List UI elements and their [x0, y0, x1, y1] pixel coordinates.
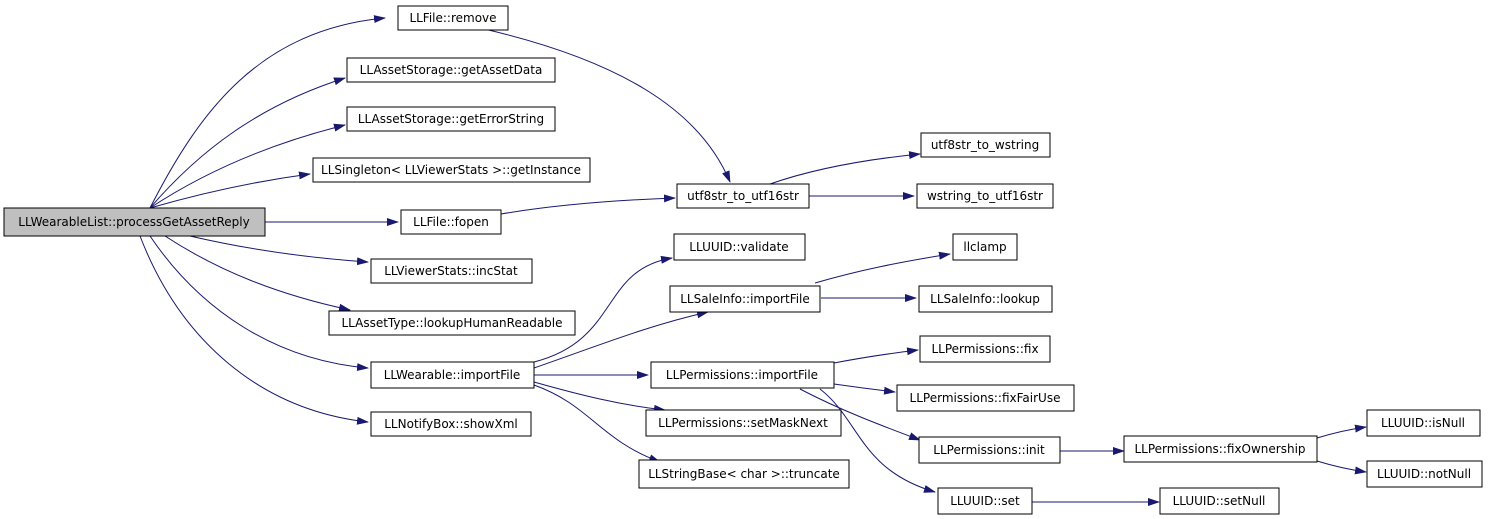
edge-perm-import-to-perm-fixfair	[833, 383, 896, 395]
node-perm-import[interactable]: LLPermissions::importFile	[650, 361, 835, 389]
node-uuid-validate[interactable]: LLUUID::validate	[673, 233, 806, 261]
svg-text:LLPermissions::importFile: LLPermissions::importFile	[666, 368, 818, 382]
svg-text:LLPermissions::setMaskNext: LLPermissions::setMaskNext	[658, 416, 828, 430]
edge-perm-fixowner-to-uuid-isnull	[1316, 424, 1367, 439]
edge-root-to-lookuphuman	[164, 235, 351, 312]
node-utf8-to-wstring[interactable]: utf8str_to_wstring	[920, 132, 1051, 158]
svg-text:LLSaleInfo::importFile: LLSaleInfo::importFile	[680, 292, 810, 306]
edge-utf8-to-utf16-to-utf8-to-wstring	[769, 151, 921, 185]
node-wstring-to-utf16[interactable]: wstring_to_utf16str	[916, 183, 1054, 209]
edge-root-to-geterrorstring	[149, 123, 346, 209]
svg-text:LLSingleton< LLViewerStats >::: LLSingleton< LLViewerStats >::getInstanc…	[321, 163, 581, 177]
svg-text:LLAssetType::lookupHumanReadab: LLAssetType::lookupHumanReadable	[341, 316, 562, 330]
node-uuid-set[interactable]: LLUUID::set	[937, 487, 1033, 515]
node-getinstance[interactable]: LLSingleton< LLViewerStats >::getInstanc…	[312, 157, 591, 183]
svg-text:LLNotifyBox::showXml: LLNotifyBox::showXml	[384, 417, 518, 431]
edge-llfile-fopen-to-utf8-to-utf16	[500, 194, 676, 215]
svg-text:wstring_to_utf16str: wstring_to_utf16str	[927, 189, 1043, 203]
node-llfile-fopen[interactable]: LLFile::fopen	[400, 209, 502, 235]
node-llclamp[interactable]: llclamp	[952, 233, 1018, 261]
edge-wearable-import-to-setmasknext	[533, 381, 666, 413]
svg-text:utf8str_to_wstring: utf8str_to_wstring	[931, 138, 1039, 152]
svg-text:LLStringBase< char >::truncate: LLStringBase< char >::truncate	[648, 467, 840, 481]
edge-perm-import-to-uuid-set	[819, 388, 936, 493]
svg-text:LLPermissions::fixOwnership: LLPermissions::fixOwnership	[1134, 442, 1305, 456]
node-sale-lookup[interactable]: LLSaleInfo::lookup	[918, 285, 1053, 313]
svg-text:LLWearableList::processGetAsse: LLWearableList::processGetAssetReply	[18, 215, 249, 229]
edge-sale-import-to-llclamp	[814, 251, 951, 284]
svg-text:LLAssetStorage::getErrorString: LLAssetStorage::getErrorString	[358, 112, 544, 126]
node-uuid-notnull[interactable]: LLUUID::notNull	[1366, 460, 1483, 488]
edge-llfile-remove-to-utf8-to-utf16	[479, 27, 731, 183]
svg-text:LLUUID::setNull: LLUUID::setNull	[1173, 494, 1266, 508]
svg-text:LLFile::remove: LLFile::remove	[409, 11, 496, 25]
node-setmasknext[interactable]: LLPermissions::setMaskNext	[645, 409, 842, 437]
svg-text:LLViewerStats::incStat: LLViewerStats::incStat	[384, 264, 518, 278]
svg-text:llclamp: llclamp	[963, 240, 1006, 254]
node-geterrorstring[interactable]: LLAssetStorage::getErrorString	[346, 106, 556, 132]
svg-text:LLWearable::importFile: LLWearable::importFile	[384, 368, 521, 382]
node-llfile-remove[interactable]: LLFile::remove	[397, 5, 509, 31]
edge-root-to-getinstance	[149, 171, 311, 209]
edge-root-to-showxml	[139, 235, 369, 425]
edge-root-to-getassetdata	[149, 77, 346, 209]
svg-text:utf8str_to_utf16str: utf8str_to_utf16str	[687, 189, 799, 203]
svg-text:LLUUID::validate: LLUUID::validate	[689, 240, 788, 254]
svg-text:LLUUID::notNull: LLUUID::notNull	[1377, 467, 1471, 481]
node-incstat[interactable]: LLViewerStats::incStat	[370, 258, 533, 284]
svg-text:LLFile::fopen: LLFile::fopen	[413, 215, 489, 229]
svg-text:LLPermissions::fixFairUse: LLPermissions::fixFairUse	[910, 391, 1061, 405]
edge-wearable-import-to-truncate	[533, 384, 661, 463]
svg-text:LLUUID::set: LLUUID::set	[950, 494, 1020, 508]
edge-wearable-import-to-uuid-validate	[533, 255, 673, 363]
node-wearable-import[interactable]: LLWearable::importFile	[370, 361, 535, 389]
edge-root-to-llfile-remove	[149, 15, 386, 209]
node-truncate[interactable]: LLStringBase< char >::truncate	[638, 459, 850, 489]
edge-perm-import-to-perm-fix	[833, 347, 919, 364]
node-root[interactable]: LLWearableList::processGetAssetReply	[3, 207, 266, 237]
node-perm-fixowner[interactable]: LLPermissions::fixOwnership	[1123, 435, 1318, 463]
node-getassetdata[interactable]: LLAssetStorage::getAssetData	[346, 57, 556, 83]
svg-text:LLUUID::isNull: LLUUID::isNull	[1381, 416, 1465, 430]
node-utf8-to-utf16[interactable]: utf8str_to_utf16str	[676, 183, 810, 209]
svg-text:LLSaleInfo::lookup: LLSaleInfo::lookup	[930, 292, 1040, 306]
svg-text:LLPermissions::init: LLPermissions::init	[933, 443, 1045, 457]
edge-root-to-incstat	[189, 235, 369, 266]
node-perm-init[interactable]: LLPermissions::init	[918, 436, 1061, 464]
svg-text:LLAssetStorage::getAssetData: LLAssetStorage::getAssetData	[360, 63, 543, 77]
node-uuid-isnull[interactable]: LLUUID::isNull	[1366, 409, 1481, 437]
node-perm-fix[interactable]: LLPermissions::fix	[919, 335, 1051, 363]
svg-text:LLPermissions::fix: LLPermissions::fix	[931, 342, 1038, 356]
edge-root-to-wearable-import	[149, 235, 369, 372]
node-sale-import[interactable]: LLSaleInfo::importFile	[669, 285, 821, 313]
node-lookuphuman[interactable]: LLAssetType::lookupHumanReadable	[328, 310, 576, 336]
node-uuid-setnull[interactable]: LLUUID::setNull	[1159, 487, 1280, 515]
edge-perm-fixowner-to-uuid-notnull	[1316, 460, 1367, 475]
node-showxml[interactable]: LLNotifyBox::showXml	[370, 411, 532, 437]
edge-wearable-import-to-sale-import	[533, 310, 709, 369]
node-perm-fixfair[interactable]: LLPermissions::fixFairUse	[896, 384, 1075, 412]
edge-perm-import-to-perm-init	[799, 388, 921, 441]
